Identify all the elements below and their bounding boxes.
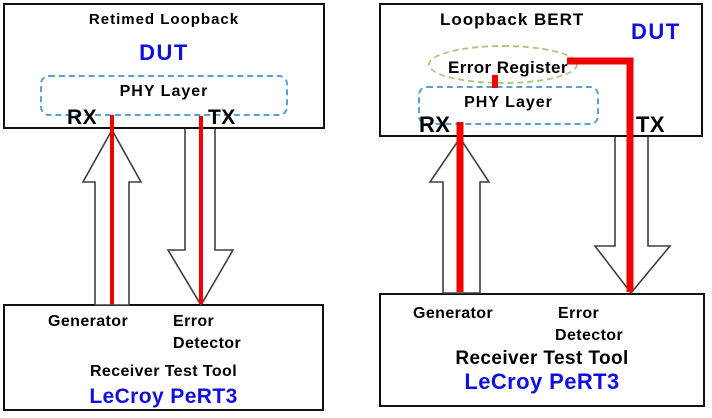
left-generator-label: Generator	[48, 313, 129, 330]
right-error-signal-line	[567, 57, 634, 292]
right-tester-box	[379, 293, 705, 407]
right-brand-label: LeCroy PeRT3	[464, 369, 620, 394]
left-error-label: Error	[173, 313, 215, 330]
left-dut-label: DUT	[139, 40, 189, 65]
left-phy-box	[40, 75, 288, 116]
right-phy-box	[418, 86, 599, 125]
left-detector-label: Detector	[173, 335, 242, 352]
right-error-register-label: Error Register	[448, 58, 568, 77]
left-phy-label: PHY Layer	[119, 83, 209, 100]
right-detector-label: Detector	[555, 327, 624, 344]
left-dut-box	[3, 3, 325, 129]
left-title: Retimed Loopback	[88, 11, 240, 28]
left-tool-label: Receiver Test Tool	[89, 363, 238, 380]
right-dut-label: DUT	[631, 19, 681, 44]
right-rx-label: RX	[419, 112, 451, 137]
left-tx-label: TX	[208, 106, 236, 129]
right-phy-label: PHY Layer	[464, 94, 553, 111]
left-tester-box	[3, 304, 324, 411]
left-rx-label: RX	[67, 106, 97, 129]
right-error-label: Error	[558, 305, 600, 322]
right-tool-label: Receiver Test Tool	[455, 348, 629, 369]
right-tx-label: TX	[636, 112, 665, 137]
right-generator-label: Generator	[413, 305, 494, 322]
right-title: Loopback BERT	[440, 10, 585, 29]
left-brand-label: LeCroy PeRT3	[89, 385, 238, 408]
